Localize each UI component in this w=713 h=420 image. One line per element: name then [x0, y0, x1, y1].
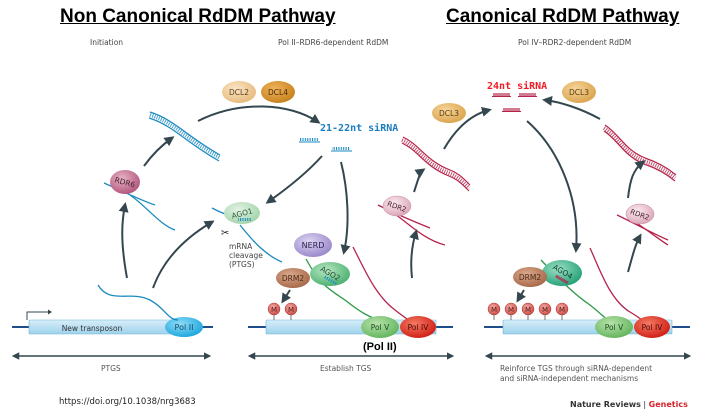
rdr2-product-rna [394, 213, 446, 246]
stage-initiation-title: Initiation [90, 38, 124, 47]
rdr6-protein [110, 170, 140, 194]
drm2-label: DRM2 [282, 274, 304, 283]
arrow-to-ago1-loading [265, 155, 323, 204]
methyl-mark: M [288, 306, 294, 314]
panel-pol4-rdr2: DCL3 24nt siRNA DCL3 RDR2 [432, 80, 692, 360]
arrow-to-ago4-loading [526, 120, 582, 253]
pol2-label: Pol II [175, 323, 194, 332]
caption-establish-tgs: Establish TGS [320, 364, 372, 373]
dcl4-protein [261, 81, 295, 103]
stage-pol2-rdr6-title: Pol II–RDR6-dependent RdDM [278, 38, 389, 47]
caption-ptgs: PTGS [101, 364, 121, 373]
transcription-start-arrow [26, 311, 48, 320]
rdr6-template-rna [103, 182, 156, 206]
arrow-to-rdr2-right [627, 233, 642, 273]
ago4-protein [542, 260, 582, 286]
drm2-protein [513, 267, 547, 287]
rdr2-product-rna [634, 221, 669, 246]
mrna-cleavage-line3: (PTGS) [229, 260, 255, 269]
rdr2-protein [625, 203, 655, 225]
methylation-marks: M M [267, 302, 298, 320]
caption-reinforce-line2: and siRNA-independent mechanisms [500, 374, 639, 383]
red-dsrna-canonical [602, 124, 677, 182]
pol5-complex [361, 316, 399, 338]
mrna-cleavage-line1: mRNA [229, 242, 253, 251]
red-dsrna-precursor [401, 136, 471, 192]
ago2-protein [310, 262, 350, 286]
methyl-mark: M [271, 306, 277, 314]
methylation-marks: M M M M M [487, 302, 569, 320]
doi-link[interactable]: https://doi.org/10.1038/nrg3683 [59, 397, 196, 407]
canonical-pathway-title: Canonical RdDM Pathway [446, 6, 680, 27]
caption-reinforce-line1: Reinforce TGS through siRNA-dependent [500, 364, 653, 373]
pol5-label: Pol V [605, 323, 624, 332]
nascent-transcript [97, 284, 179, 321]
credit-journal: Nature Reviews [570, 400, 641, 409]
drm2-label: DRM2 [519, 273, 541, 282]
arrow-to-dsrna [143, 136, 175, 167]
mrna-cleavage-line2: cleavage [229, 251, 263, 260]
methyl-mark: M [542, 306, 548, 314]
arrow-to-red-dsrna [413, 168, 426, 193]
nerd-protein [294, 233, 332, 257]
arrow-to-rdr6 [118, 202, 129, 279]
source-credit: Nature Reviews | Genetics [570, 400, 688, 409]
nerd-label: NERD [302, 241, 325, 250]
ago4-sirna [554, 274, 569, 285]
dcl2-label: DCL2 [229, 88, 249, 97]
arrow-to-red-dsrna-right [627, 160, 646, 199]
new-transposon-label: New transposon [62, 324, 123, 333]
pol2-note: (Pol II) [363, 341, 397, 353]
arrow-methylation [516, 289, 526, 303]
panel-initiation: New transposon Pol II RDR6 AGO1 ✂ mRNA [11, 111, 283, 360]
pol5-label: Pol V [371, 323, 390, 332]
rdr2-protein [382, 195, 412, 217]
methyl-mark: M [559, 306, 565, 314]
ago2-sirna [323, 275, 338, 286]
blue-dsrna-precursor [148, 111, 221, 162]
pol4-complex [400, 316, 436, 338]
dcl2-protein [222, 81, 256, 103]
dcl3-label: DCL3 [439, 109, 459, 118]
dcl3-protein [432, 103, 466, 123]
sirna-21-22-label: 21-22nt siRNA [320, 122, 398, 134]
pol2-complex [165, 317, 203, 337]
credit-section: Genetics [648, 400, 688, 409]
methyl-mark: M [491, 306, 497, 314]
dcl3-protein [562, 81, 596, 103]
arrow-methylation [281, 289, 291, 304]
panel-pol2-rdr6: DCL2 DCL4 21-22nt siRNA NERD AGO2 DRM2 [197, 81, 471, 360]
arrow-to-ago2-loading [340, 161, 351, 255]
sirna-21-22-duplexes [299, 138, 352, 152]
pol5-complex [595, 316, 633, 338]
scissors-icon: ✂ [221, 228, 229, 239]
dcl4-label: DCL4 [268, 88, 288, 97]
stage-pol4-rdr2-title: Pol IV–RDR2-dependent RdDM [518, 38, 632, 47]
ago1-cleaved-mrna [239, 224, 283, 263]
arrow-dicing-24-right [542, 95, 601, 120]
dcl3-label: DCL3 [569, 88, 589, 97]
pol4-label: Pol IV [642, 323, 664, 332]
drm2-protein [276, 268, 310, 288]
pol4-transcript [589, 247, 649, 326]
ago1-sirna [238, 218, 252, 221]
arrow-dicing-24-left [443, 106, 492, 150]
sirna-24-label: 24nt siRNA [487, 80, 547, 92]
rdr6-product-rna [129, 194, 176, 231]
tss-arrowhead-icon [48, 309, 52, 315]
pol4-complex [634, 316, 670, 338]
rdr2-template-rna [377, 204, 431, 229]
sirna-24-duplexes [492, 93, 537, 112]
pol4-transcript [352, 246, 416, 326]
methyl-mark: M [525, 306, 531, 314]
pol4-label: Pol IV [408, 323, 430, 332]
non-canonical-pathway-title: Non Canonical RdDM Pathway [60, 6, 336, 27]
arrow-to-rdr2 [409, 229, 419, 279]
arrow-dicing-21-22 [197, 105, 321, 124]
methyl-mark: M [508, 306, 514, 314]
credit-separator: | [640, 400, 649, 409]
arrow-to-ago1 [152, 220, 215, 289]
